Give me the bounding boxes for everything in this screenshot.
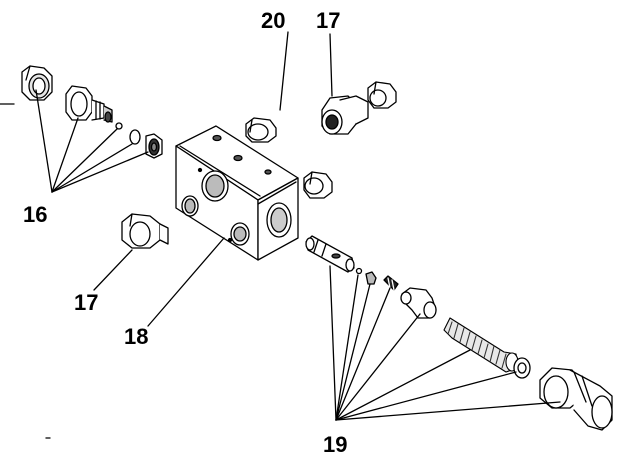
part-16-leaders <box>35 89 149 193</box>
part-20-plug <box>245 117 277 143</box>
part-17-nut-left <box>121 213 169 249</box>
callout-20: 20 <box>261 8 286 33</box>
part-16-plug <box>145 133 163 159</box>
callout-16: 16 <box>23 202 48 227</box>
part-19-leaders <box>329 265 561 421</box>
part-19-spring <box>443 317 519 373</box>
callout-19: 19 <box>323 432 348 457</box>
part-19-ball <box>355 267 363 275</box>
part-19-seat <box>365 271 377 285</box>
part-17-left-leader <box>93 249 133 291</box>
part-19-adjuster-cap <box>539 367 613 431</box>
part-16-nut <box>21 65 53 101</box>
part-19-poppet <box>400 287 437 319</box>
part-19-washer <box>513 357 531 379</box>
part-16-fitting <box>65 85 113 123</box>
part-17-fitting-top <box>321 95 369 135</box>
callout-17-top: 17 <box>316 8 341 33</box>
part-16-ball <box>115 122 123 130</box>
part-16-oring <box>129 129 141 145</box>
callout-18: 18 <box>124 324 149 349</box>
part-18-leader <box>147 237 225 327</box>
part-19-spool <box>305 235 355 273</box>
part-17-top-leader <box>329 33 333 97</box>
part-17-plug-top <box>367 81 397 109</box>
callout-17-left: 17 <box>74 290 99 315</box>
part-18-manifold-block <box>175 125 299 261</box>
side-plug <box>303 171 333 199</box>
part-20-leader <box>279 31 289 111</box>
part-19-small-spring <box>383 275 399 291</box>
